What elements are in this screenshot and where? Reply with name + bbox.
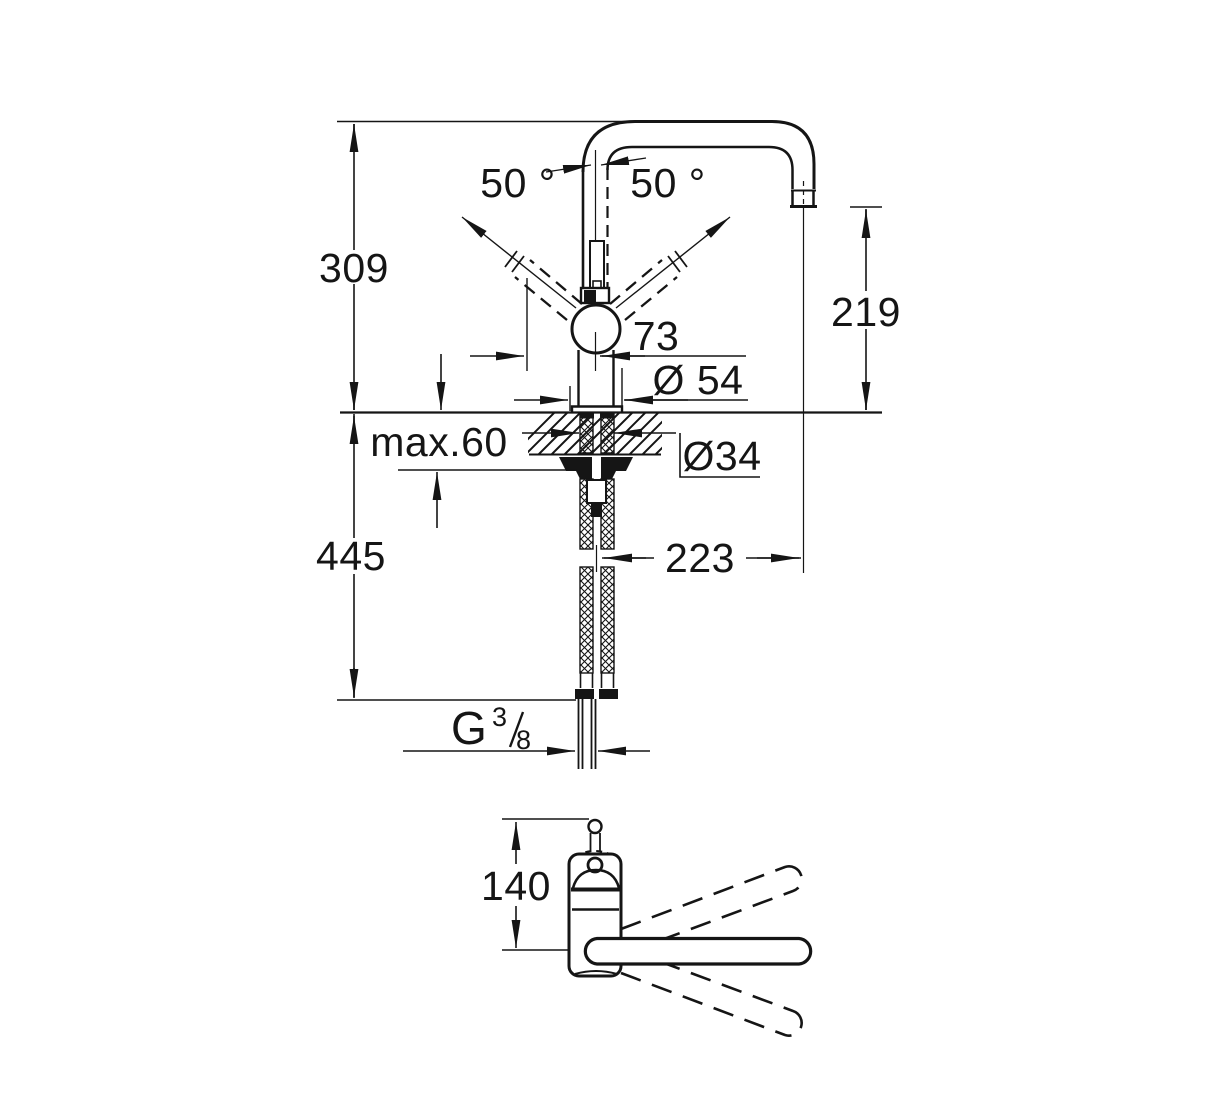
label-top-view-swivel: 140 [481, 863, 551, 909]
spout-arm-upper-position [620, 865, 803, 954]
label-max-deck-thickness: max.60 [370, 419, 507, 465]
label-spout-outlet-height: 219 [831, 289, 901, 335]
hose-nut-left [575, 689, 594, 699]
label-swivel-angle-right: 50 ° [630, 160, 705, 206]
swivel-range-indicators [461, 156, 731, 321]
thread-denominator: 8 [516, 725, 532, 755]
label-spout-projection: 223 [665, 535, 735, 581]
hose-nut-right [599, 689, 618, 699]
label-mounting-hole-diameter: Ø34 [683, 433, 762, 479]
fraction-slash [508, 711, 525, 748]
spout-arm-lower-position [620, 948, 803, 1037]
thread-letter: G [451, 702, 487, 754]
label-height-above-deck: 309 [319, 245, 389, 291]
base-seal-left [580, 413, 594, 419]
label-height-below-deck: 445 [316, 533, 386, 579]
label-thread-size: G 3 8 [451, 702, 532, 755]
label-base-diameter: Ø 54 [653, 357, 744, 403]
label-handle-clearance: 73 [633, 313, 680, 359]
spout-arm-top-view [583, 936, 813, 966]
label-swivel-angle-left: 50 ° [480, 160, 555, 206]
faucet-top-view [502, 818, 813, 1037]
spout-outer [581, 120, 816, 189]
spout-tip-top-view [587, 818, 603, 835]
mounting-shank-and-hoses [559, 412, 633, 769]
hose-tails [577, 699, 597, 769]
dimension-lines [337, 120, 882, 756]
thread-numerator: 3 [492, 702, 508, 732]
label-backgrounds [318, 250, 900, 902]
base-seal-right [600, 413, 614, 419]
base-flange [570, 405, 624, 412]
dimension-labels: 309 50 ° 50 ° 219 73 Ø 54 max.60 Ø34 445… [316, 160, 901, 909]
